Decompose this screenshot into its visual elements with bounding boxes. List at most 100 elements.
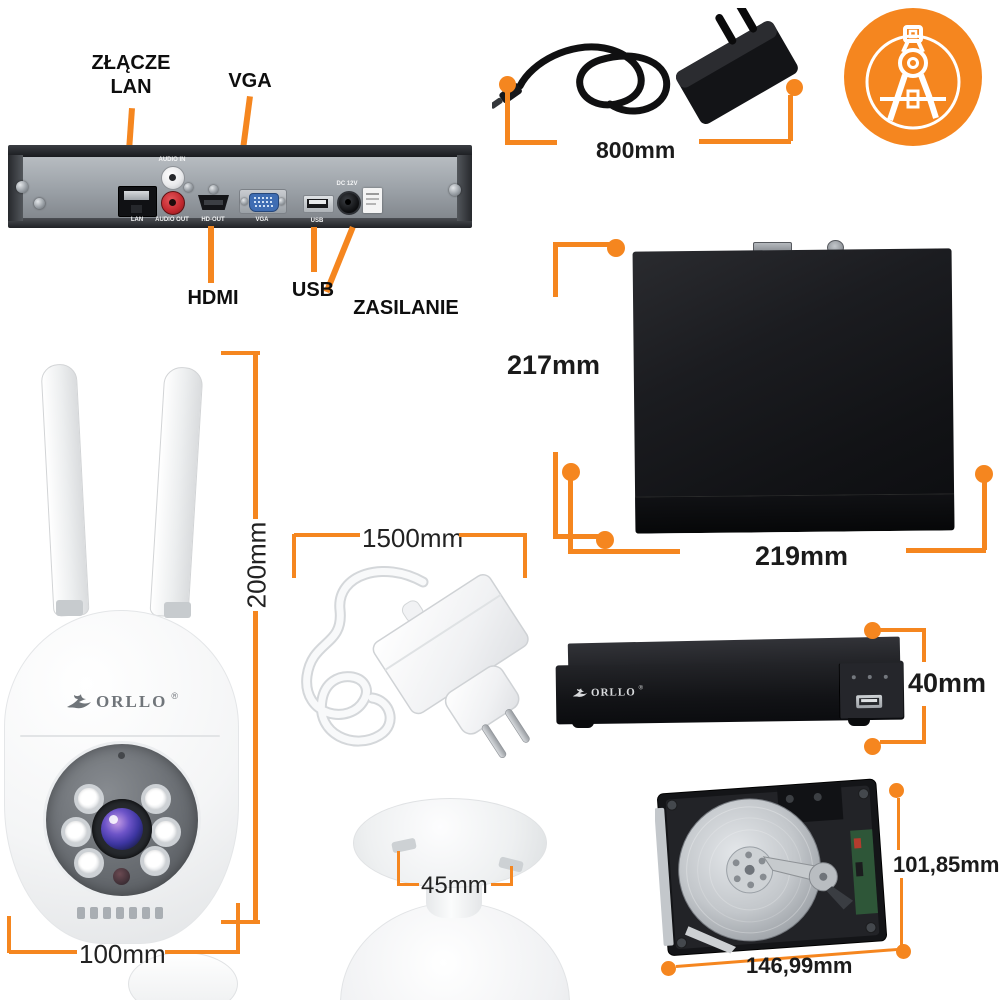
power-adapter-1500: [301, 565, 530, 758]
measure-dot: [661, 961, 676, 976]
dvr-foot: [848, 718, 870, 726]
measure-line: [897, 798, 900, 850]
screw-icon: [209, 185, 218, 194]
plug-prong: [481, 724, 507, 758]
hdd-side-rail: [655, 807, 674, 946]
measure-line: [510, 866, 513, 886]
dvr-foot: [572, 720, 594, 728]
lan-port-label: LAN: [130, 217, 144, 223]
audio-in-label: AUDIO IN: [158, 157, 186, 163]
measure-line: [397, 883, 419, 886]
adapter-cable: [516, 43, 671, 115]
measure-line: [556, 242, 612, 247]
measure-line: [553, 534, 601, 539]
antenna-mount: [56, 600, 83, 616]
label-sticker: [363, 188, 382, 213]
screw-icon: [449, 184, 461, 196]
hd-out-label: HD-OUT: [201, 217, 225, 223]
mic-hole: [118, 752, 125, 759]
measure-line: [568, 549, 680, 554]
adapter-body: [372, 573, 530, 758]
measure-dot: [596, 531, 614, 549]
screw-icon: [16, 181, 28, 193]
plug-prong: [715, 14, 737, 45]
measure-dot: [896, 944, 911, 959]
measure-800mm: 800mm: [596, 137, 676, 163]
measure-dot: [562, 463, 580, 481]
hdd-spindle-hub: [726, 846, 774, 894]
measure-dot: [786, 79, 803, 96]
dvr-logo: ORLLO ®: [572, 685, 643, 699]
measure-219mm: 219mm: [755, 541, 849, 571]
compass-icon: [865, 25, 961, 130]
dvr-front-face: ORLLO ®: [555, 660, 905, 725]
plug-prong: [736, 8, 758, 33]
measure-line: [523, 533, 527, 578]
antenna-right: [149, 366, 204, 618]
callout-line: [311, 227, 317, 272]
hdd-actuator-arm: [762, 856, 854, 910]
vga-port-label: VGA: [255, 217, 269, 223]
measure-100mm: 100mm: [79, 939, 166, 969]
callout-label-usb: USB: [291, 279, 335, 301]
measure-line: [900, 878, 903, 948]
measure-hdd-width: 146,99mm: [746, 953, 853, 978]
dc-plug-tip: [492, 83, 522, 109]
dc-power-port: [337, 191, 361, 215]
audio-out-label: AUDIO OUT: [155, 217, 189, 223]
measure-line: [568, 480, 573, 553]
measure-line: [505, 140, 557, 145]
camera-seam: [20, 735, 220, 737]
measure-line: [505, 92, 510, 143]
camera-lens: [92, 799, 152, 859]
measure-line: [221, 920, 260, 924]
ir-led: [74, 848, 104, 878]
measure-line: [9, 950, 77, 954]
measure-dot: [864, 622, 881, 639]
adapter-body: [675, 8, 798, 124]
screw-icon: [184, 183, 193, 192]
measure-line: [880, 628, 926, 632]
hdmi-port: [198, 195, 229, 210]
callout-label-lan: ZŁĄCZE LAN: [91, 52, 171, 98]
measure-dot: [499, 76, 516, 93]
dvr-right-panel: [838, 662, 904, 719]
measure-line: [699, 139, 791, 144]
measure-217mm: 217mm: [507, 350, 601, 380]
measure-dot: [607, 239, 625, 257]
measure-40mm: 40mm: [908, 668, 987, 698]
nvr-top-view: [632, 248, 955, 534]
measure-line: [7, 916, 11, 953]
measure-line: [788, 95, 793, 141]
callout-label-vga: VGA: [228, 70, 272, 92]
measure-line: [459, 533, 527, 537]
callout-label-hdmi: HDMI: [187, 287, 239, 309]
ir-sensor: [113, 868, 130, 885]
camera-vents: [77, 907, 163, 919]
adapter-cable: [301, 565, 429, 747]
measure-line: [294, 533, 360, 537]
measure-line: [165, 950, 240, 954]
measure-line: [253, 611, 258, 924]
base-disc: [353, 798, 547, 888]
usb-port-label: USB: [310, 218, 324, 224]
camera-mount-base: [330, 790, 580, 1000]
measure-line: [253, 351, 258, 519]
bird-icon: [67, 694, 91, 709]
hard-drive: [655, 778, 888, 956]
audio-out-port: [161, 191, 185, 215]
measure-line: [553, 242, 558, 297]
measure-line: [292, 534, 296, 578]
measure-45mm: 45mm: [421, 872, 488, 899]
antenna-left: [40, 363, 90, 617]
measure-line: [491, 883, 513, 886]
measure-1500mm: 1500mm: [362, 523, 464, 553]
bird-icon: [572, 688, 588, 697]
callout-line: [208, 226, 214, 283]
ir-led: [141, 784, 171, 814]
measure-line: [922, 628, 926, 662]
measure-line: [906, 548, 986, 553]
callout-label-power: ZASILANIE: [353, 297, 459, 319]
vga-port: [239, 189, 287, 214]
